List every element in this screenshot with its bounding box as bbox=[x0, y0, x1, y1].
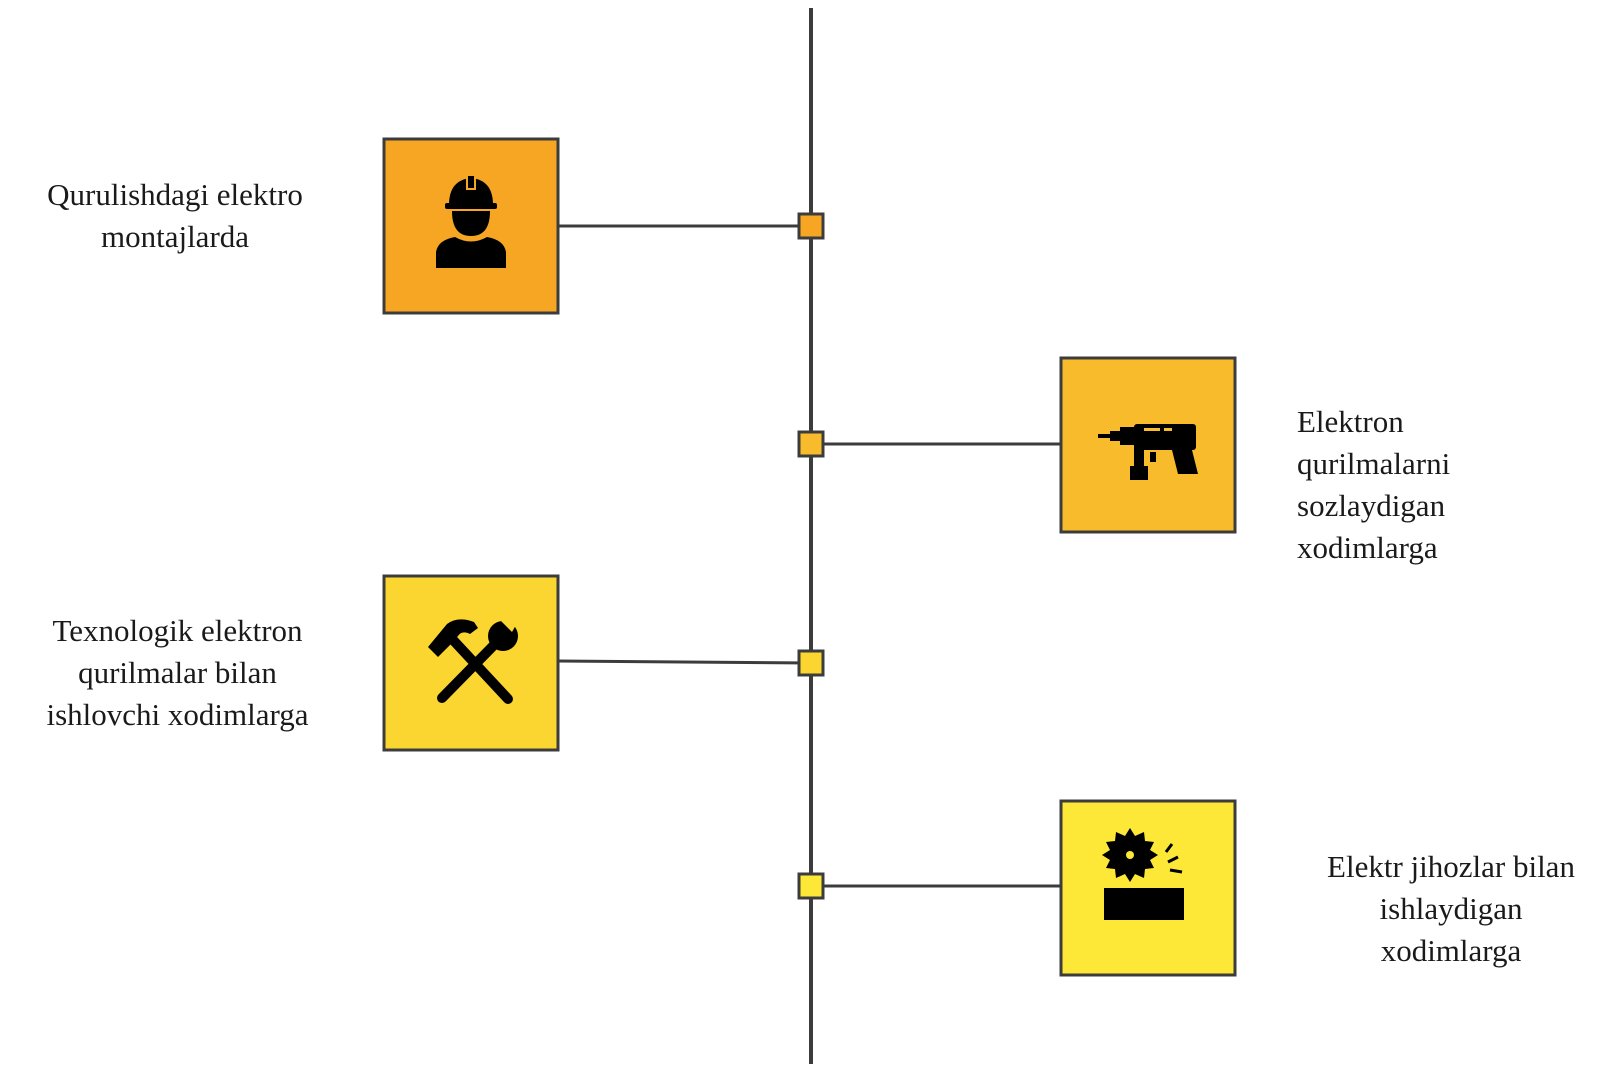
hammer-wrench-icon bbox=[428, 618, 520, 704]
icon-box-3 bbox=[382, 574, 560, 752]
power-drill-icon bbox=[1098, 424, 1198, 480]
label-item-4: Elektr jihozlar bilan ishlaydigan xodiml… bbox=[1327, 849, 1575, 968]
label-item-1: Qurulishdagi elektro montajlarda bbox=[47, 177, 303, 254]
node-marker-1 bbox=[797, 212, 825, 240]
label-item-3: Texnologik elektron qurilmalar bilan ish… bbox=[46, 613, 309, 732]
node-marker-4 bbox=[797, 872, 825, 900]
icon-box-1 bbox=[382, 137, 560, 315]
icon-box-4 bbox=[1059, 799, 1237, 977]
connector-line-3 bbox=[557, 659, 812, 665]
icon-box-2 bbox=[1059, 356, 1237, 534]
node-marker-3 bbox=[797, 649, 825, 677]
label-item-2: Elektron qurilmalarni sozlaydigan xodiml… bbox=[1297, 404, 1451, 565]
node-marker-2 bbox=[797, 430, 825, 458]
construction-worker-icon bbox=[436, 176, 506, 268]
circular-saw-icon bbox=[1102, 828, 1184, 920]
